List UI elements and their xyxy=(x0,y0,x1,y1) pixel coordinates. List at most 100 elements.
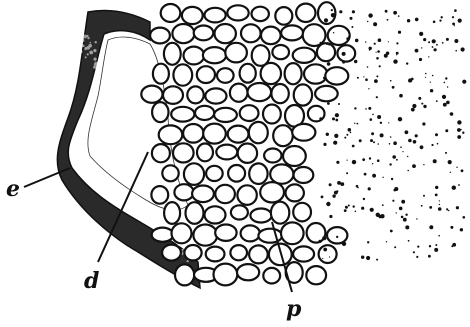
tissue-speck xyxy=(391,178,393,180)
tissue-speck xyxy=(318,240,321,243)
tissue-cell xyxy=(307,223,326,243)
tissue-cell xyxy=(261,27,281,45)
tissue-speck xyxy=(403,218,407,222)
tissue-cell xyxy=(174,184,193,200)
tissue-speck xyxy=(390,136,392,138)
stipple-dot xyxy=(79,33,82,36)
tissue-speck xyxy=(367,21,368,22)
tissue-speck xyxy=(406,62,408,64)
tissue-cell xyxy=(171,107,194,122)
tissue-cell xyxy=(294,84,312,105)
tissue-speck xyxy=(408,240,410,242)
tissue-speck xyxy=(392,155,396,159)
tissue-cell xyxy=(263,268,280,284)
stipple-dot xyxy=(77,48,79,50)
tissue-speck xyxy=(354,107,356,109)
tissue-speck xyxy=(322,236,326,240)
tissue-speck xyxy=(327,102,330,105)
tissue-speck xyxy=(413,251,415,253)
stipple-dot xyxy=(85,56,87,58)
tissue-cell xyxy=(283,146,306,166)
tissue-speck xyxy=(432,75,434,77)
stipple-dot xyxy=(74,34,77,37)
tissue-speck xyxy=(323,77,326,80)
tissue-speck xyxy=(430,82,431,83)
tissue-speck xyxy=(361,256,364,259)
tissue-speck xyxy=(422,122,425,125)
tissue-speck xyxy=(463,49,464,50)
tissue-speck xyxy=(434,48,437,51)
tissue-speck xyxy=(457,128,461,132)
tissue-speck xyxy=(371,132,374,135)
tissue-speck xyxy=(376,259,378,261)
tissue-speck xyxy=(417,246,419,248)
tissue-speck xyxy=(377,115,381,119)
tissue-cell xyxy=(172,223,192,243)
tissue-cell xyxy=(249,245,268,263)
tissue-cell xyxy=(215,24,236,43)
tissue-speck xyxy=(415,18,419,22)
tissue-speck xyxy=(377,50,380,53)
stipple-dot xyxy=(76,38,79,41)
tissue-speck xyxy=(386,52,389,55)
tissue-speck xyxy=(392,86,395,89)
stipple-dot xyxy=(87,37,89,39)
tissue-cell xyxy=(327,227,347,243)
tissue-speck xyxy=(446,208,448,210)
tissue-speck xyxy=(452,23,455,26)
tissue-speck xyxy=(413,140,417,144)
tissue-speck xyxy=(368,88,369,89)
tissue-speck xyxy=(376,52,377,53)
tissue-speck xyxy=(445,152,447,154)
tissue-cell xyxy=(161,4,181,22)
tissue-speck xyxy=(342,61,345,64)
tissue-speck xyxy=(433,21,436,24)
tissue-cell xyxy=(285,63,302,84)
tissue-speck xyxy=(380,133,384,137)
tissue-cell xyxy=(225,43,247,63)
tissue-speck xyxy=(452,16,454,18)
tissue-speck xyxy=(402,151,403,152)
tissue-speck xyxy=(368,107,371,110)
tissue-cell xyxy=(296,4,315,22)
tissue-cell xyxy=(237,264,259,280)
tissue-speck xyxy=(324,18,328,22)
tissue-speck xyxy=(428,41,430,43)
tissue-cell xyxy=(247,83,271,101)
tissue-cell xyxy=(152,144,170,162)
tissue-cell xyxy=(153,64,169,84)
tissue-cell xyxy=(151,186,168,204)
tissue-speck xyxy=(333,141,337,145)
tissue-speck xyxy=(323,248,327,252)
tissue-cell xyxy=(271,84,288,103)
tissue-speck xyxy=(344,209,347,212)
tissue-speck xyxy=(398,31,401,34)
tissue-speck xyxy=(382,177,383,178)
tissue-cell xyxy=(186,202,204,224)
tissue-speck xyxy=(444,82,446,84)
tissue-speck xyxy=(458,19,462,23)
stipple-dot xyxy=(67,41,70,44)
tissue-speck xyxy=(439,200,440,201)
tissue-cell xyxy=(230,245,247,260)
tissue-speck xyxy=(405,225,409,229)
tissue-cell xyxy=(215,185,235,203)
tissue-cell xyxy=(227,5,248,20)
tissue-cell xyxy=(164,43,181,65)
tissue-cell xyxy=(294,167,314,183)
tissue-speck xyxy=(415,134,418,137)
tissue-cell xyxy=(187,86,203,103)
tissue-speck xyxy=(411,108,415,112)
tissue-speck xyxy=(390,80,392,82)
tissue-speck xyxy=(394,246,396,248)
tissue-cell xyxy=(162,245,181,261)
tissue-speck xyxy=(335,113,339,117)
tissue-speck xyxy=(352,160,356,164)
tissue-cell xyxy=(173,64,192,85)
tissue-cell xyxy=(328,26,350,45)
tissue-speck xyxy=(442,42,444,44)
tissue-speck xyxy=(419,58,422,61)
tissue-speck xyxy=(416,218,417,219)
tissue-speck xyxy=(399,94,403,98)
tissue-speck xyxy=(445,129,448,132)
